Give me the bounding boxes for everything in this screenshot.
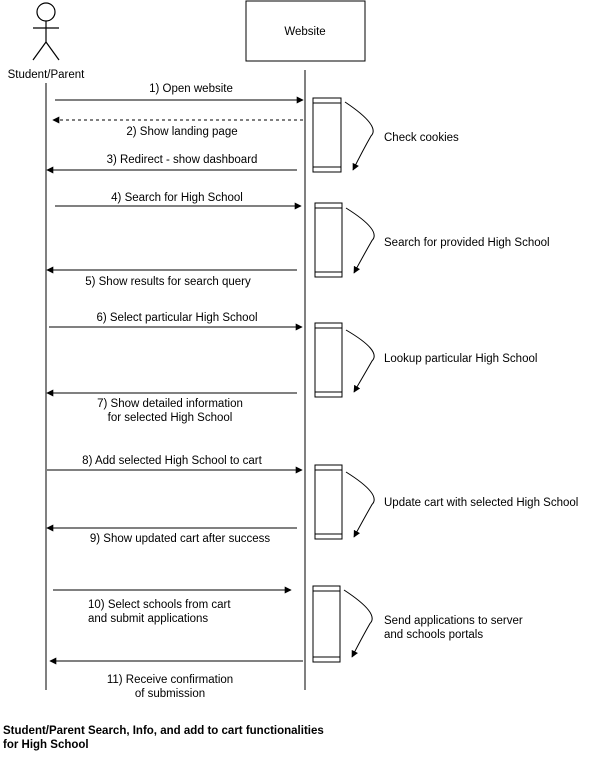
activation-1: Check cookies <box>312 97 459 173</box>
message-9: 9) Show updated cart after success <box>46 524 297 545</box>
message-label: and submit applications <box>88 613 208 625</box>
message-3: 3) Redirect - show dashboard <box>46 154 297 174</box>
message-5: 5) Show results for search query <box>46 266 297 288</box>
self-action-label: and schools portals <box>384 629 483 641</box>
activation-2: Search for provided High School <box>314 202 550 278</box>
message-label: for selected High School <box>108 412 233 424</box>
message-label: 7) Show detailed information <box>97 398 243 410</box>
activation-box <box>312 585 341 663</box>
message-8: 8) Add selected High School to cart <box>47 455 303 474</box>
diagram-caption: Student/Parent Search, Info, and add to … <box>3 724 324 752</box>
self-action-label: Lookup particular High School <box>384 353 537 365</box>
message-label: 10) Select schools from cart <box>88 599 231 611</box>
self-action-label: Check cookies <box>384 132 459 144</box>
actor-stick-figure-icon <box>32 2 60 61</box>
activation-box <box>314 464 343 540</box>
caption-line-2: for High School <box>3 739 89 751</box>
activation-4: Update cart with selected High School <box>314 464 578 540</box>
message-4: 4) Search for High School <box>55 192 302 210</box>
message-1: 1) Open website <box>55 83 304 104</box>
message-label: 1) Open website <box>149 83 233 95</box>
self-call-arrow <box>343 589 373 658</box>
activation-box <box>314 322 343 398</box>
activation-box <box>312 97 342 173</box>
self-call-arrow <box>345 329 375 393</box>
self-action-label: Update cart with selected High School <box>384 497 578 509</box>
website-label: Website <box>284 26 325 38</box>
message-label: 4) Search for High School <box>111 192 243 204</box>
caption-line-1: Student/Parent Search, Info, and add to … <box>3 725 324 737</box>
message-label: 8) Add selected High School to cart <box>82 455 262 467</box>
self-action-label: Search for provided High School <box>384 237 550 249</box>
activation-box <box>314 202 343 278</box>
message-label: 9) Show updated cart after success <box>90 533 271 545</box>
actor-label: Student/Parent <box>8 69 86 81</box>
message-7: 7) Show detailed information for selected… <box>46 389 297 424</box>
activation-3: Lookup particular High School <box>314 322 537 398</box>
self-call-arrow <box>345 207 375 274</box>
message-label: 2) Show landing page <box>126 126 237 138</box>
message-2: 2) Show landing page <box>52 116 303 138</box>
activation-5: Send applications to server and schools p… <box>312 585 523 663</box>
message-label: 5) Show results for search query <box>85 276 251 288</box>
message-6: 6) Select particular High School <box>49 312 303 331</box>
message-label: of submission <box>135 688 205 700</box>
message-11: 11) Receive confirmation of submission <box>49 657 303 700</box>
website-participant-box <box>245 0 366 62</box>
message-label: 3) Redirect - show dashboard <box>107 154 258 166</box>
self-action-label: Send applications to server <box>384 615 523 627</box>
self-call-arrow <box>345 471 375 538</box>
message-label: 11) Receive confirmation <box>107 674 233 686</box>
self-call-arrow <box>344 101 374 171</box>
message-10: 10) Select schools from cart and submit a… <box>53 586 292 625</box>
message-label: 6) Select particular High School <box>96 312 257 324</box>
